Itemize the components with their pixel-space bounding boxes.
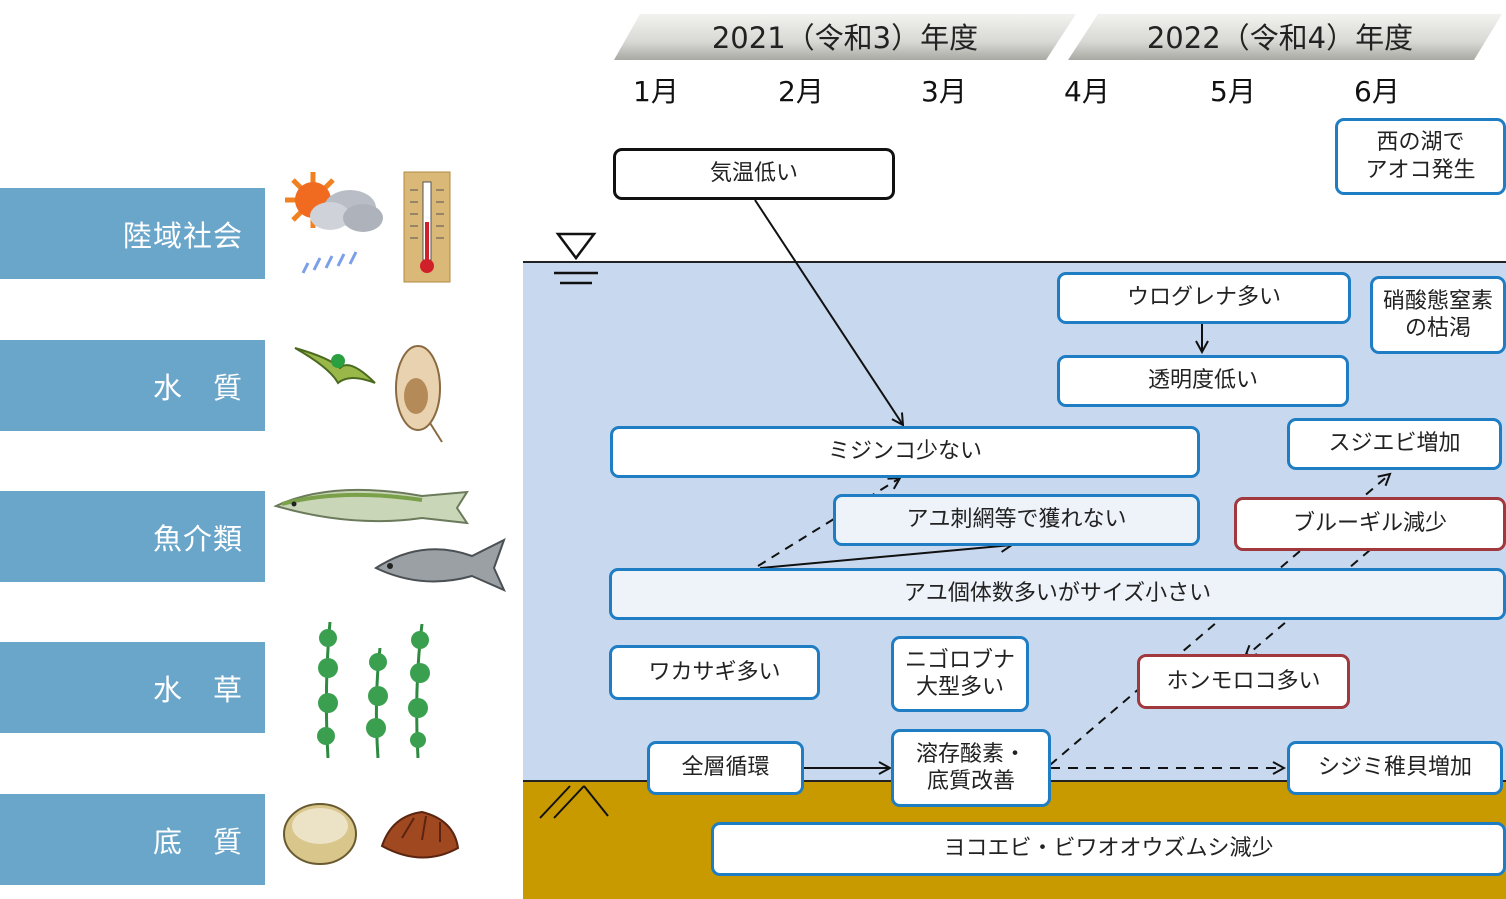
category-water-quality: 水 質 <box>0 340 265 431</box>
thermometer-icon <box>403 171 451 283</box>
year-2021-label: 2021（令和3）年度 <box>711 21 979 55</box>
event-nigorobuna-large: ニゴロブナ 大型多い <box>891 636 1029 712</box>
event-transparency-low: 透明度低い <box>1057 355 1349 407</box>
aquatic-plant-icon <box>317 621 430 759</box>
month-5: 5月 <box>1210 75 1256 108</box>
month-1: 1月 <box>633 75 679 108</box>
month-2: 2月 <box>778 75 824 108</box>
event-yokoebi-decrease: ヨコエビ・ビワオオウズムシ減少 <box>711 822 1506 876</box>
category-land-society: 陸域社会 <box>0 188 265 279</box>
plankton-icon <box>294 345 443 443</box>
arrow-ayu-to-daphnia <box>757 478 900 567</box>
water-surface-icon <box>554 232 598 285</box>
year-banners <box>614 14 1502 60</box>
event-nitrate-depletion: 硝酸態窒素 の枯渇 <box>1370 276 1506 354</box>
month-3: 3月 <box>921 75 967 108</box>
category-fish: 魚介類 <box>0 491 265 582</box>
category-aquatic-plants: 水 草 <box>0 642 265 733</box>
ground-hatch-icon <box>539 785 609 819</box>
event-wakasagi-many: ワカサギ多い <box>609 645 820 700</box>
month-6: 6月 <box>1354 75 1400 108</box>
fish-icon <box>273 488 506 592</box>
arrow-temp-to-daphnia <box>754 199 903 425</box>
event-ayu-net: アユ刺網等で獲れない <box>833 494 1200 546</box>
weather-icon <box>285 172 383 274</box>
event-full-mixing: 全層循環 <box>647 741 804 795</box>
event-temp-low: 気温低い <box>613 148 895 200</box>
shellfish-icon <box>283 803 460 865</box>
arrow-ayu-to-net <box>759 545 1012 569</box>
year-2022-label: 2022（令和4）年度 <box>1146 21 1414 55</box>
event-uroglena: ウログレナ多い <box>1057 272 1351 324</box>
month-4: 4月 <box>1064 75 1110 108</box>
event-shrimp-increase: スジエビ増加 <box>1287 418 1502 470</box>
event-ayu-many-small: アユ個体数多いがサイズ小さい <box>609 568 1506 620</box>
water-surface-line <box>523 261 1506 263</box>
category-sediment: 底 質 <box>0 794 265 885</box>
event-shijimi-increase: シジミ稚貝増加 <box>1287 741 1503 795</box>
event-honmoroko-many: ホンモロコ多い <box>1137 654 1350 709</box>
event-oxygen-improvement: 溶存酸素・ 底質改善 <box>891 729 1051 807</box>
event-daphnia-few: ミジンコ少ない <box>610 426 1200 478</box>
event-bluegill-decrease: ブルーギル減少 <box>1234 497 1506 551</box>
event-aoko: 西の湖で アオコ発生 <box>1335 118 1506 195</box>
